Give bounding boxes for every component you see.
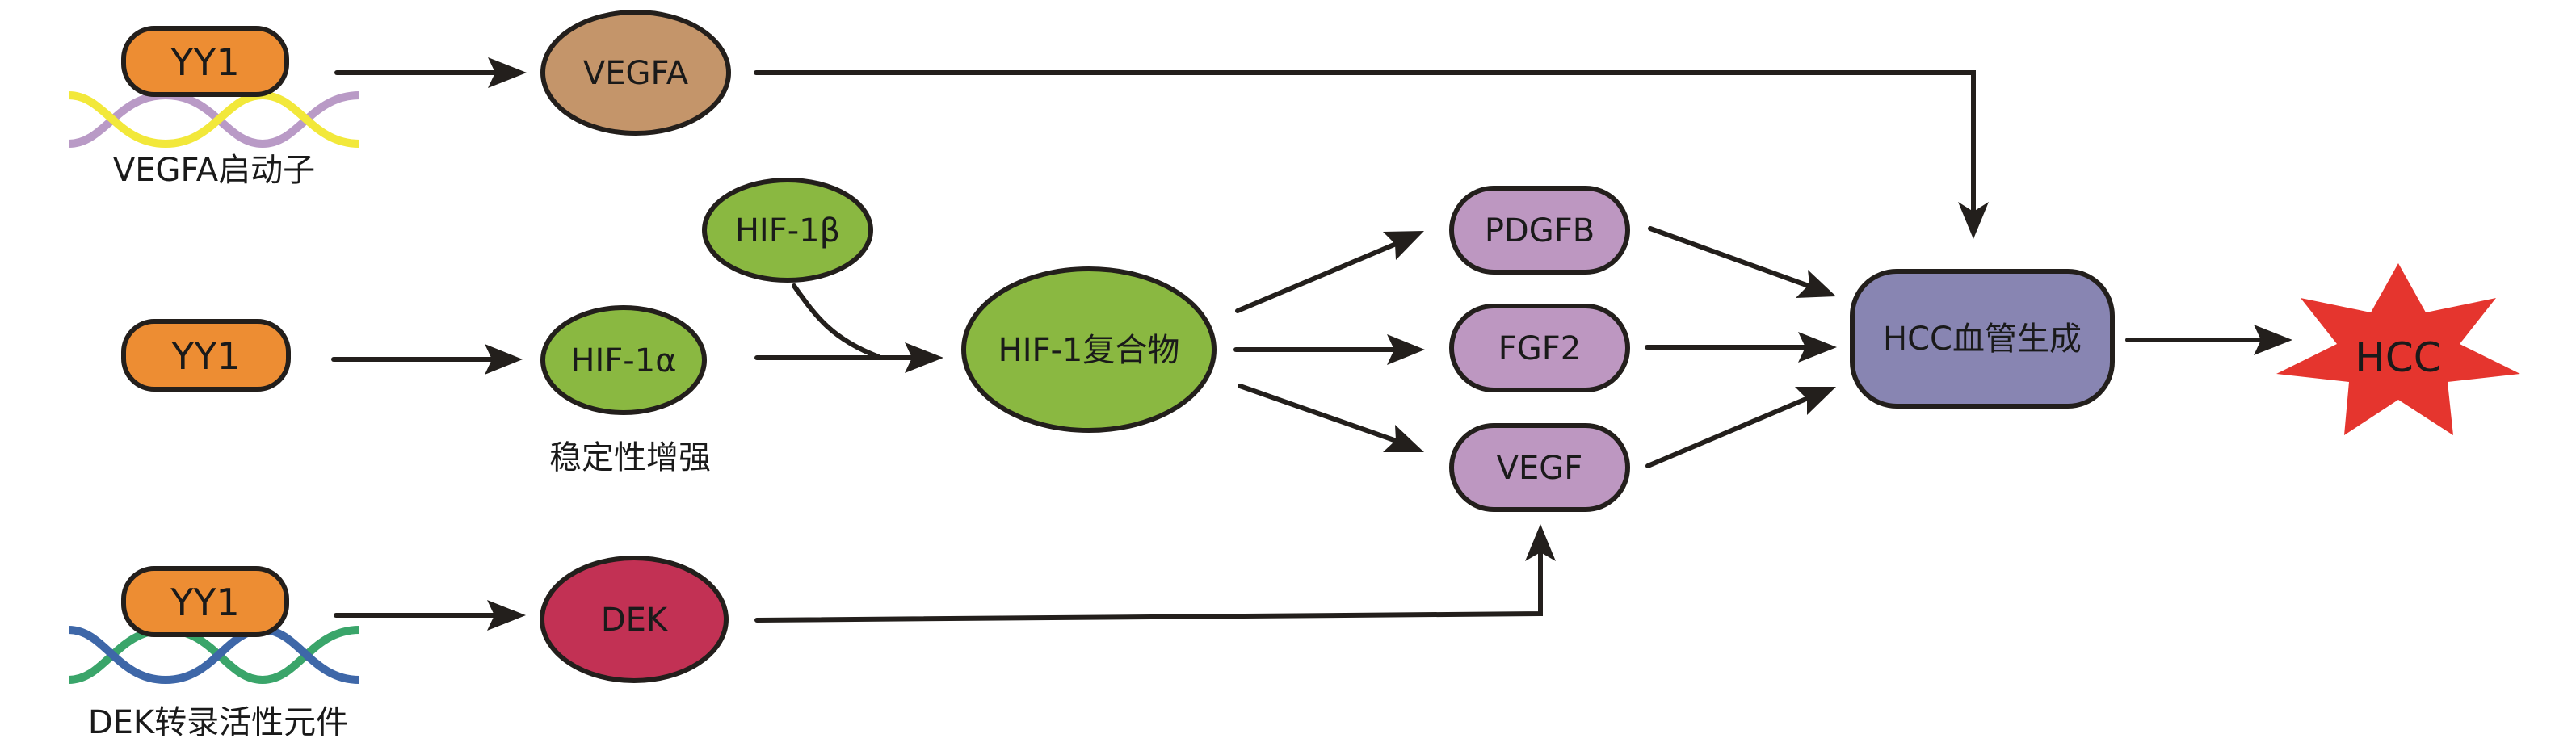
dna-helix-dek-element xyxy=(68,625,360,685)
hif1a-label: HIF-1α xyxy=(570,342,676,380)
arrowhead-icon xyxy=(1383,425,1424,452)
vegfa-node[interactable]: VEGFA xyxy=(540,10,731,136)
yy1-bottom-label: YY1 xyxy=(170,581,239,624)
hif-complex-label: HIF-1复合物 xyxy=(998,332,1180,369)
arrowhead-icon xyxy=(1387,334,1425,365)
hif1b-label: HIF-1β xyxy=(735,212,840,250)
arrowhead-icon xyxy=(1525,524,1556,561)
hif1a-node[interactable]: HIF-1α xyxy=(540,305,707,415)
hcc-node[interactable]: HCC xyxy=(2276,263,2520,435)
fgf2-node[interactable]: FGF2 xyxy=(1449,304,1630,392)
arrowhead-icon xyxy=(1958,202,1989,239)
fgf2-label: FGF2 xyxy=(1498,330,1581,367)
arrowhead-icon xyxy=(485,344,523,375)
caption-vegfa-promoter: VEGFA启动子 xyxy=(113,152,315,189)
arrowhead-icon xyxy=(1383,231,1424,260)
edge-vegfa-angiogenesis xyxy=(754,70,1976,220)
hif-complex-node[interactable]: HIF-1复合物 xyxy=(961,266,1217,433)
vegfa-label: VEGFA xyxy=(583,55,689,92)
dek-label: DEK xyxy=(601,602,669,639)
hcc-label: HCC xyxy=(2355,334,2441,381)
edge-dek-vegf xyxy=(754,543,1543,623)
caption-dek-element: DEK转录活性元件 xyxy=(88,704,348,741)
edge-complex-pdgfb xyxy=(1235,237,1408,313)
hcc-star-shape xyxy=(2276,263,2520,435)
hif1b-node[interactable]: HIF-1β xyxy=(702,178,873,283)
pdgfb-node[interactable]: PDGFB xyxy=(1449,186,1630,275)
pdgfb-label: PDGFB xyxy=(1485,212,1595,250)
arrowhead-icon xyxy=(488,57,527,88)
edge-pdgfb-angiogenesis xyxy=(1648,226,1820,292)
arrowhead-icon xyxy=(905,342,943,373)
caption-stability-enhanced: 稳定性增强 xyxy=(549,439,711,476)
edge-complex-vegf xyxy=(1238,384,1408,447)
arrowhead-icon xyxy=(1795,387,1836,415)
yy1-node-top[interactable]: YY1 xyxy=(121,26,289,97)
vegf-label: VEGF xyxy=(1497,450,1583,487)
arrowhead-icon xyxy=(487,600,526,631)
yy1-node-bottom[interactable]: YY1 xyxy=(121,566,289,637)
yy1-node-middle[interactable]: YY1 xyxy=(121,319,291,392)
edge-hif1b-complex xyxy=(792,283,881,359)
dna-helix-vegfa-promoter xyxy=(68,90,360,149)
edge-vegf-angiogenesis xyxy=(1645,392,1820,468)
dna-strand-blue xyxy=(68,625,360,685)
arrowhead-icon xyxy=(1796,270,1836,298)
angiogenesis-node[interactable]: HCC血管生成 xyxy=(1850,269,2115,409)
connectors xyxy=(331,57,2292,631)
yy1-top-label: YY1 xyxy=(170,40,239,84)
angiogenesis-label: HCC血管生成 xyxy=(1883,321,2082,358)
arrowhead-icon xyxy=(2254,325,2292,355)
dek-node[interactable]: DEK xyxy=(540,556,729,683)
dna-strand-yellow xyxy=(68,90,360,149)
yy1-middle-label: YY1 xyxy=(170,334,240,378)
vegf-node[interactable]: VEGF xyxy=(1449,423,1630,512)
arrowhead-icon xyxy=(1798,332,1837,363)
